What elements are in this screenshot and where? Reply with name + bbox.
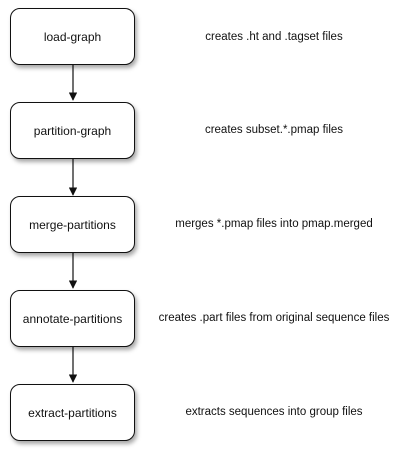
step-box-load-graph: load-graph (10, 8, 135, 65)
step-box-partition-graph: partition-graph (10, 102, 135, 159)
step-box-merge-partitions: merge-partitions (10, 196, 135, 253)
step-description: extracts sequences into group files (185, 406, 363, 418)
step-box-extract-partitions: extract-partitions (10, 384, 135, 441)
step-description: creates .ht and .tagset files (205, 31, 343, 43)
step-label: annotate-partitions (22, 311, 123, 326)
step-label: load-graph (43, 29, 102, 44)
step-description: creates .part files from original sequen… (158, 312, 390, 324)
step-description: creates subset.*.pmap files (204, 124, 344, 136)
step-box-annotate-partitions: annotate-partitions (10, 290, 135, 347)
step-label: merge-partitions (29, 217, 116, 232)
step-description: merges *.pmap files into pmap.merged (175, 218, 373, 230)
step-label: extract-partitions (28, 405, 117, 420)
step-label: partition-graph (33, 123, 112, 138)
